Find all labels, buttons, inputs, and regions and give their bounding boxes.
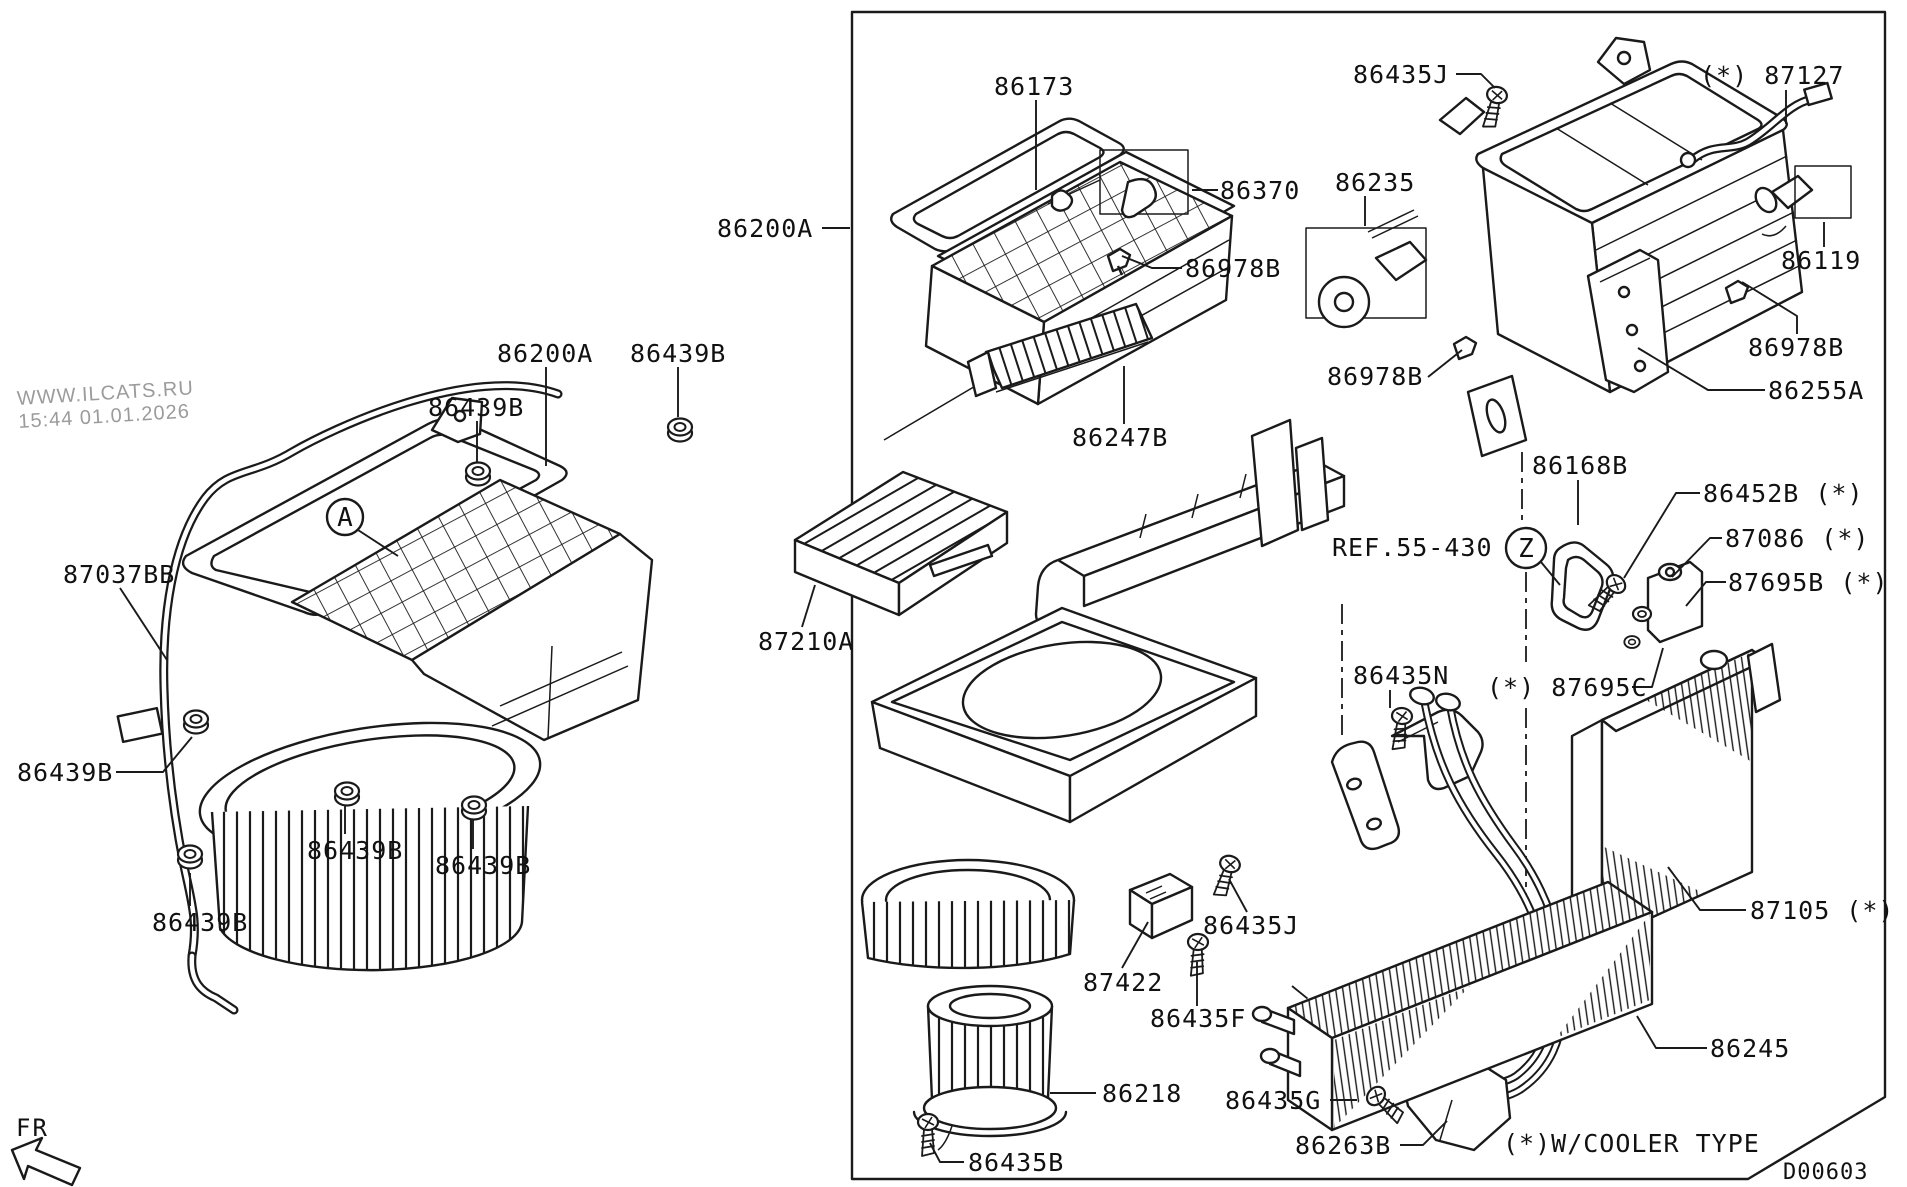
- part-label-86370: 86370: [1220, 176, 1300, 205]
- part-label-87422: 87422: [1083, 968, 1163, 997]
- part-label-86439b-bottom1: 86439B: [152, 908, 248, 937]
- part-label-87086: 87086 (*): [1725, 524, 1869, 553]
- callout-circle-z: Z: [1504, 526, 1548, 570]
- callout-z-letter: Z: [1518, 534, 1534, 564]
- detail-box-border: [850, 10, 1887, 1181]
- part-label-87105: 87105 (*): [1750, 896, 1894, 925]
- ref-label: REF.55-430: [1332, 533, 1493, 562]
- watermark: WWW.ILCATS.RU 15:44 01.01.2026: [16, 377, 194, 433]
- part-label-87037bb: 87037BB: [63, 560, 175, 589]
- part-label-86218: 86218: [1102, 1079, 1182, 1108]
- part-label-86173: 86173: [994, 72, 1074, 101]
- front-direction-arrow-icon: [10, 1136, 82, 1187]
- part-label-86439b-bottom3: 86439B: [435, 851, 531, 880]
- part-label-86255a: 86255A: [1768, 376, 1864, 405]
- blower-motor-86218: [912, 984, 1068, 1151]
- blower-resistor-87422: [1128, 872, 1194, 940]
- part-label-86200a-left: 86200A: [497, 339, 593, 368]
- part-label-86247b: 86247B: [1072, 423, 1168, 452]
- drawing-code: D00603: [1783, 1160, 1868, 1185]
- callout-circle-a: A: [325, 497, 365, 537]
- part-label-86435j-top: 86435J: [1353, 60, 1449, 89]
- heater-core-86245: [1251, 880, 1654, 1132]
- part-label-86435b: 86435B: [968, 1148, 1064, 1177]
- part-label-87127: (*) 87127: [1700, 61, 1844, 90]
- part-label-86435g: 86435G: [1225, 1086, 1321, 1115]
- part-label-86435f: 86435F: [1150, 1004, 1246, 1033]
- part-label-87695b: 87695B (*): [1728, 568, 1889, 597]
- cooler-type-note: (*)W/COOLER TYPE: [1503, 1129, 1760, 1158]
- part-number-labels: 87037BB 86200A 86439B 86439B 86439B 86439B 864…: [17, 60, 1894, 1177]
- part-label-86435n: 86435N: [1353, 661, 1449, 690]
- part-label-87210a: 87210A: [758, 627, 854, 656]
- part-label-86978b-right: 86978B: [1748, 333, 1844, 362]
- right-heater-unit: [1251, 36, 1852, 1132]
- part-label-87695c: (*) 87695C: [1487, 673, 1648, 702]
- part-label-86200a-box: 86200A: [717, 214, 813, 243]
- part-label-86978b-center: 86978B: [1327, 362, 1423, 391]
- part-label-86978b-mid: 86978B: [1185, 254, 1281, 283]
- part-label-86235: 86235: [1335, 168, 1415, 197]
- front-direction-label: FR: [16, 1114, 49, 1142]
- callout-a-letter: A: [337, 503, 353, 533]
- part-label-86439b-left: 86439B: [428, 393, 524, 422]
- part-label-86439b-top: 86439B: [630, 339, 726, 368]
- part-label-86168b: 86168B: [1532, 451, 1628, 480]
- part-label-86245: 86245: [1710, 1034, 1790, 1063]
- leader-lines: [116, 73, 1825, 1163]
- part-label-86263b: 86263B: [1295, 1131, 1391, 1160]
- part-label-86439b-farleft: 86439B: [17, 758, 113, 787]
- part-label-86452b: 86452B (*): [1703, 479, 1864, 508]
- part-label-86119: 86119: [1781, 246, 1861, 275]
- gasket-86168b: [1550, 541, 1615, 631]
- part-label-86435j-bottom: 86435J: [1203, 911, 1299, 940]
- part-label-86439b-bottom2: 86439B: [307, 836, 403, 865]
- left-heater-blower-unit: [116, 381, 654, 1015]
